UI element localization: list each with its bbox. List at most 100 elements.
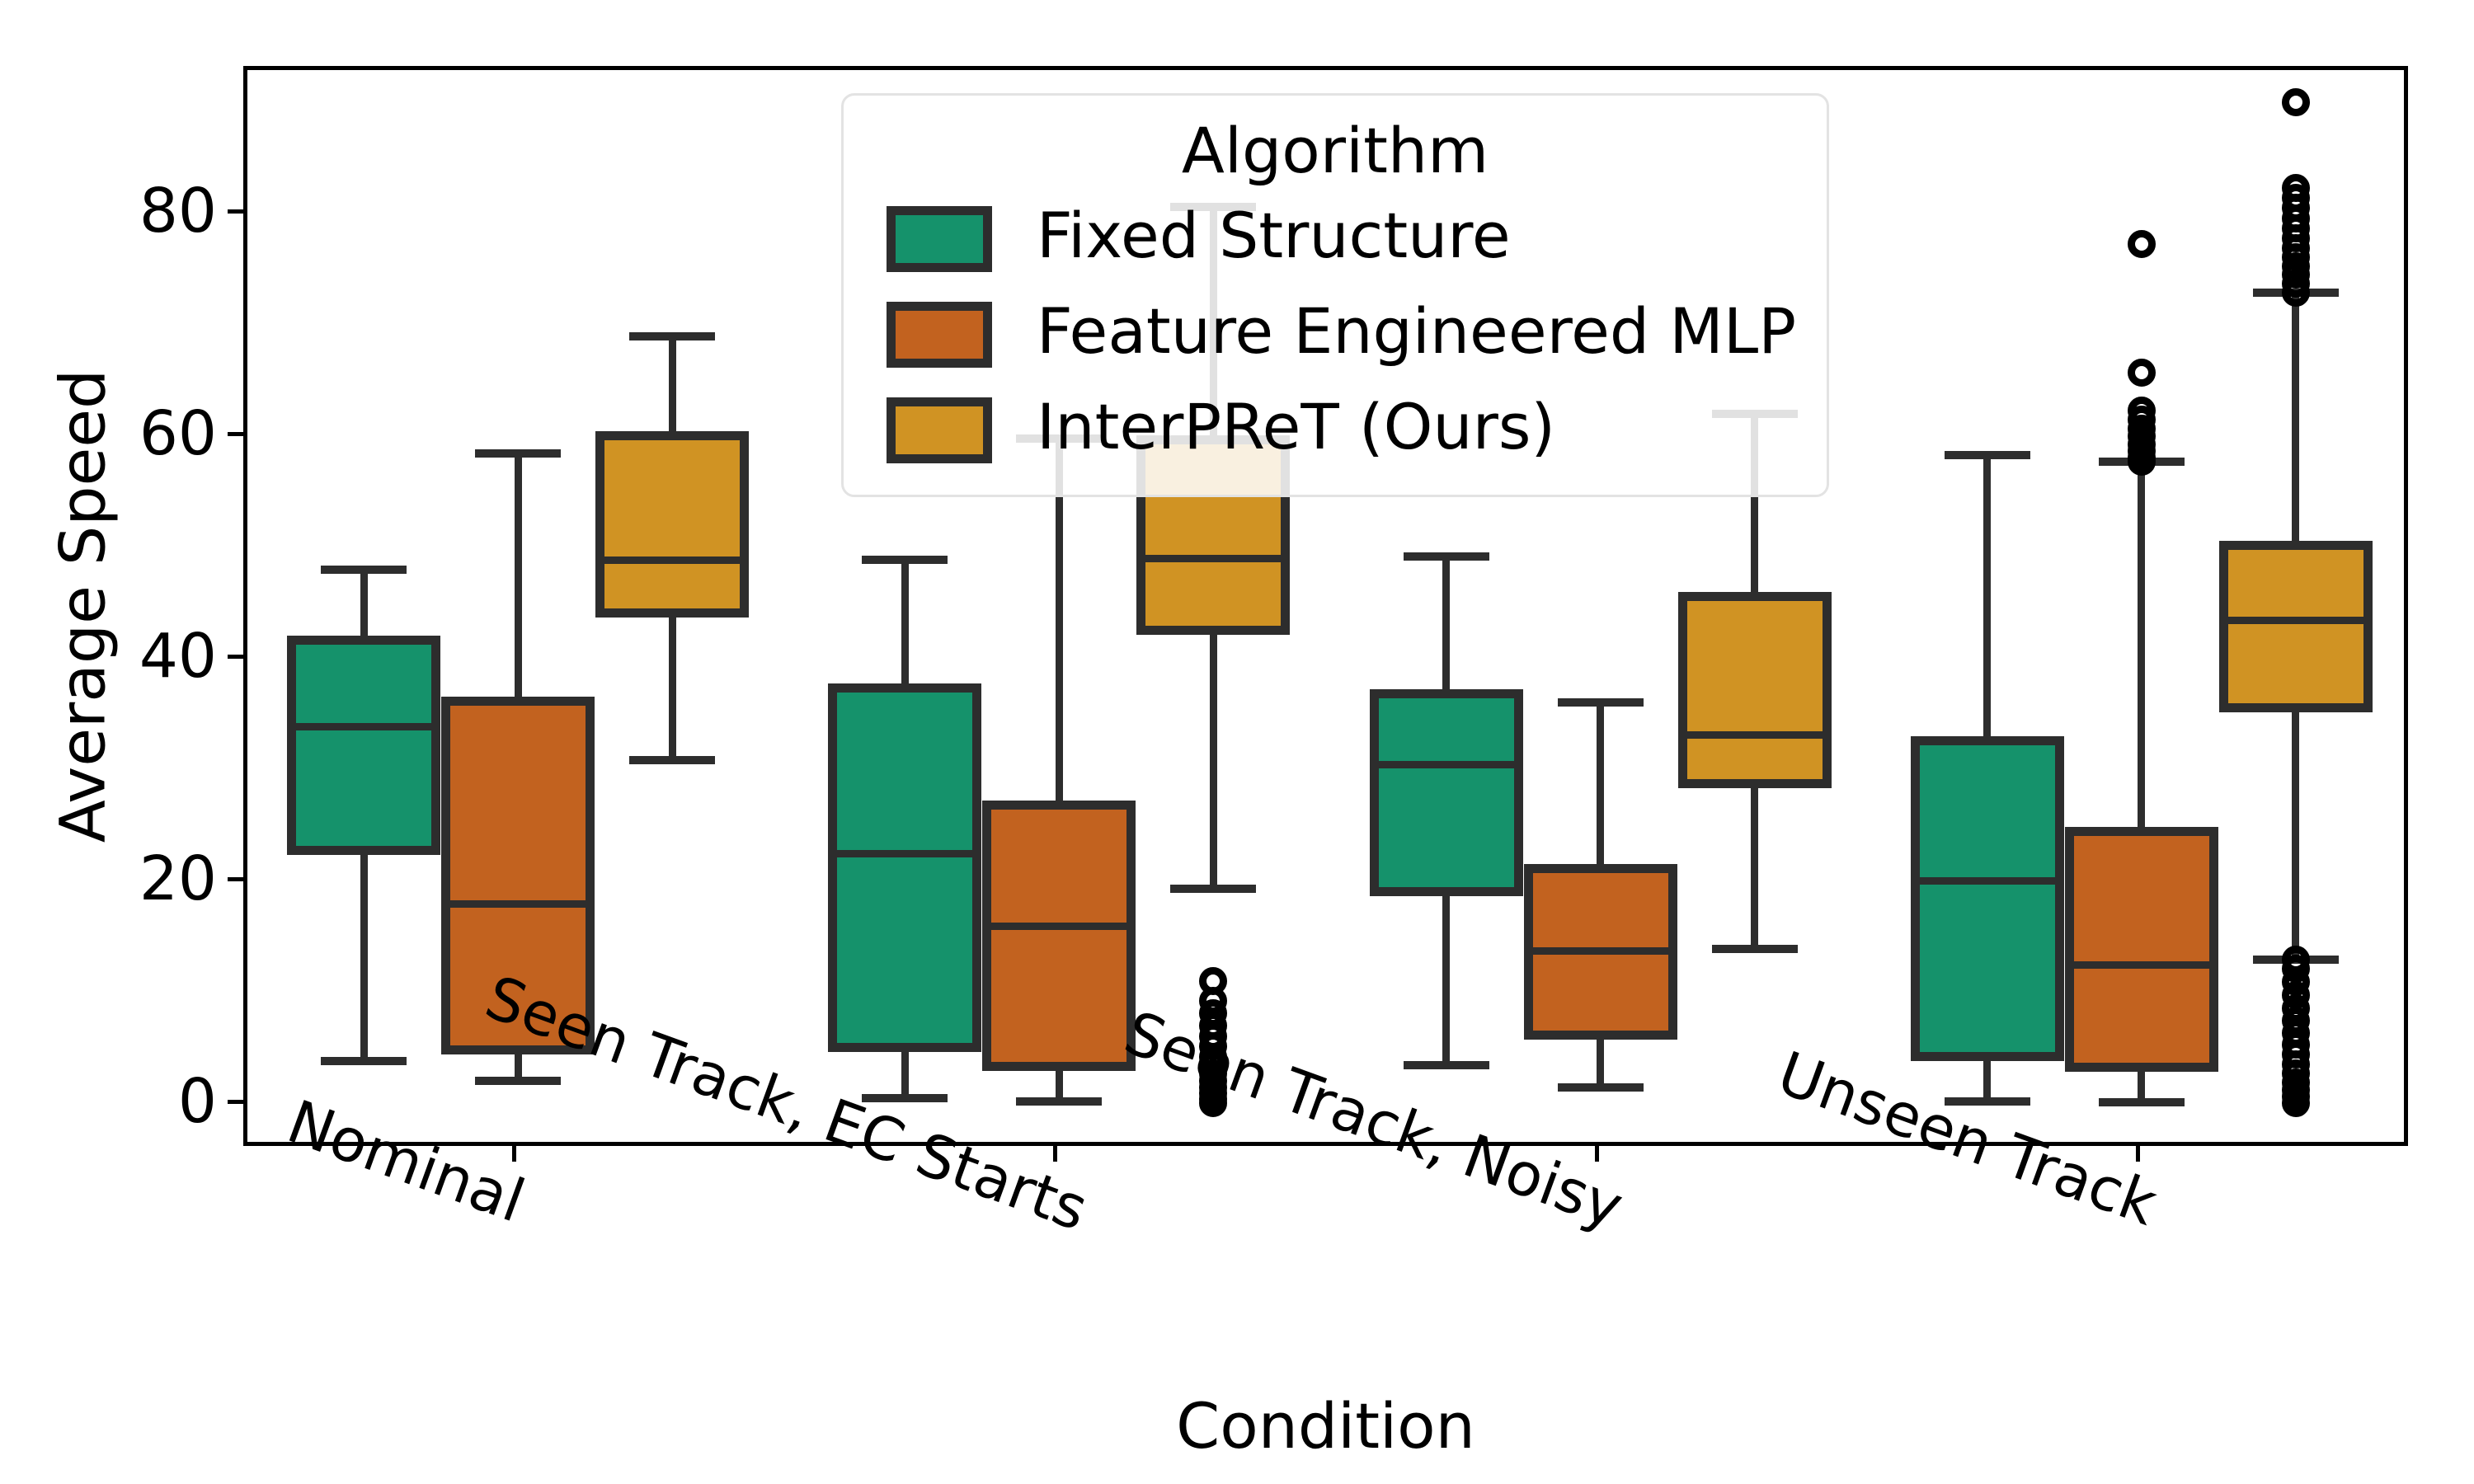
outlier-point [1199,966,1228,995]
box-quartile-rect [1369,688,1523,897]
box-quartile-rect [2218,541,2373,713]
box-quartile-rect [287,636,441,856]
whisker-upper [360,570,368,636]
outlier-point [2127,397,2156,425]
box-quartile-rect [982,800,1136,1072]
box-plot-group [247,70,2404,1142]
whisker-lower [1209,634,1217,889]
box-plot-group [247,70,2404,1142]
whisker-lower [1751,788,1759,949]
whisker-upper [514,453,522,697]
legend-item-label: Fixed Structure [1037,199,1511,272]
box-plot-group [247,70,2404,1142]
y-tick-mark [228,431,243,436]
plot-inner [247,70,2404,1142]
median-line [2064,961,2218,970]
whisker-cap-lower [1170,884,1257,893]
median-line [982,923,1136,931]
y-tick-label: 40 [139,620,217,692]
box-quartile-rect [828,683,982,1053]
outlier-point [2281,88,2310,117]
x-tick-mark [512,1146,517,1162]
box-quartile-rect [595,430,750,618]
outlier-point [2127,229,2156,258]
whisker-lower [1983,1060,1992,1101]
median-line [2218,616,2373,624]
whisker-lower [901,1052,909,1098]
median-line [287,723,441,731]
median-line [595,556,750,564]
y-tick-label: 80 [139,175,217,247]
whisker-cap-lower [2098,1097,2185,1106]
y-tick-mark [228,654,243,659]
y-axis-title: Average Speed [45,369,120,843]
legend-item[interactable]: InterPReT (Ours) [887,390,1794,470]
box-plot-group [247,70,2404,1142]
whisker-cap-lower [1557,1083,1644,1092]
whisker-lower [514,1054,522,1082]
legend-color-swatch [887,302,992,368]
x-tick-mark [1594,1146,1599,1162]
x-tick-mark [2135,1146,2140,1162]
outlier-point [2281,174,2310,203]
legend-item[interactable]: Fixed Structure [887,199,1794,279]
x-axis-title: Condition [1176,1389,1475,1463]
whisker-cap-lower [1016,1097,1103,1106]
whisker-cap-upper [862,556,948,565]
whisker-cap-upper [321,566,407,575]
box-quartile-rect [1910,735,2064,1061]
whisker-upper [2292,293,2300,542]
whisker-cap-upper [629,331,716,340]
whisker-lower [360,855,368,1061]
box-quartile-rect [2064,827,2218,1073]
whisker-cap-lower [475,1077,562,1086]
whisker-upper [1751,414,1759,593]
y-tick-mark [228,876,243,881]
box-quartile-rect [1677,592,1832,789]
whisker-upper [901,560,909,684]
whisker-upper [1597,702,1605,864]
legend-item-label: Feature Engineered MLP [1037,294,1797,368]
whisker-lower [668,618,676,761]
y-tick-label: 60 [139,397,217,469]
box-plot-group [247,70,2404,1142]
whisker-cap-upper [1557,698,1644,707]
whisker-upper [1055,439,1063,801]
legend-item[interactable]: Feature Engineered MLP [887,294,1797,374]
whisker-upper [1983,455,1992,736]
whisker-upper [668,336,676,431]
whisker-cap-lower [1711,944,1798,953]
y-tick-label: 20 [139,843,217,914]
outlier-point [2281,946,2310,974]
legend-color-swatch [887,206,992,272]
whisker-cap-upper [1403,552,1489,561]
legend-item-label: InterPReT (Ours) [1037,390,1556,463]
box-plot-group [247,70,2404,1142]
whisker-cap-upper [1944,451,2030,460]
legend-title: Algorithm [1181,114,1489,187]
whisker-lower [1442,896,1451,1066]
median-line [1369,761,1523,769]
legend-color-swatch [887,397,992,463]
y-tick-label: 0 [177,1065,217,1137]
box-plot-group [247,70,2404,1142]
whisker-upper [2138,462,2146,828]
outlier-point [2127,359,2156,387]
box-plot-group [247,70,2404,1142]
box-plot-group [247,70,2404,1142]
box-plot-group [247,70,2404,1142]
median-line [441,900,595,909]
whisker-lower [1597,1040,1605,1088]
y-tick-mark [228,209,243,214]
median-line [1523,946,1677,955]
y-tick-mark [228,1099,243,1104]
median-line [828,850,982,858]
box-quartile-rect [441,697,595,1054]
whisker-cap-lower [1944,1097,2030,1106]
median-line [1910,876,2064,885]
whisker-cap-upper [475,448,562,458]
x-tick-mark [1053,1146,1058,1162]
median-line [1136,555,1291,563]
